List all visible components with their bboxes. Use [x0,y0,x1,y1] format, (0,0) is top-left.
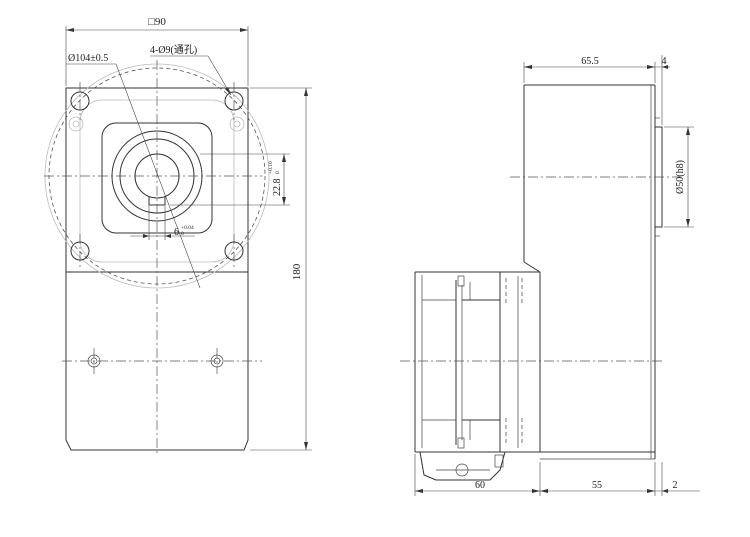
motor-body [414,271,540,453]
side-view: 65.5 4 Ø50(h8) 60 55 2 [400,55,700,496]
gear-length-label: 55 [592,480,602,491]
key-height-tol-upper: +0.10 [268,161,274,174]
mounting-holes-label: 4-Ø9(通孔) [150,44,197,56]
key-width-tol-upper: +0.04 [181,225,194,231]
flange-thickness-label: 65.5 [581,56,599,67]
total-height-label: 180 [291,263,303,280]
key-height-label: 22.8 [272,179,283,197]
key-width-tol-lower: 0 [181,231,184,237]
square-size-label: □90 [148,16,166,28]
front-view: □90 Ø104±0.5 4-Ø9(通孔) 22.8 +0.10 0 6 +0.… [44,16,312,456]
shaft-protrusion-label: 4 [662,56,667,67]
secondary-hole-right [229,116,245,132]
key-height-tol-lower: 0 [275,171,281,174]
terminal-block [419,451,506,481]
flange-diameter-label: Ø104±0.5 [68,53,108,64]
motor-length-label: 60 [475,480,485,491]
front-body-outline [65,87,249,451]
flange-dia-leader [115,63,201,289]
motor-screw-right [210,348,224,374]
end-offset-label: 2 [673,480,678,491]
motor-screw-left [87,348,101,374]
key-width-label: 6 [174,227,179,238]
shaft-diameter-label: Ø50(h8) [675,160,686,194]
secondary-hole-left [68,116,84,132]
